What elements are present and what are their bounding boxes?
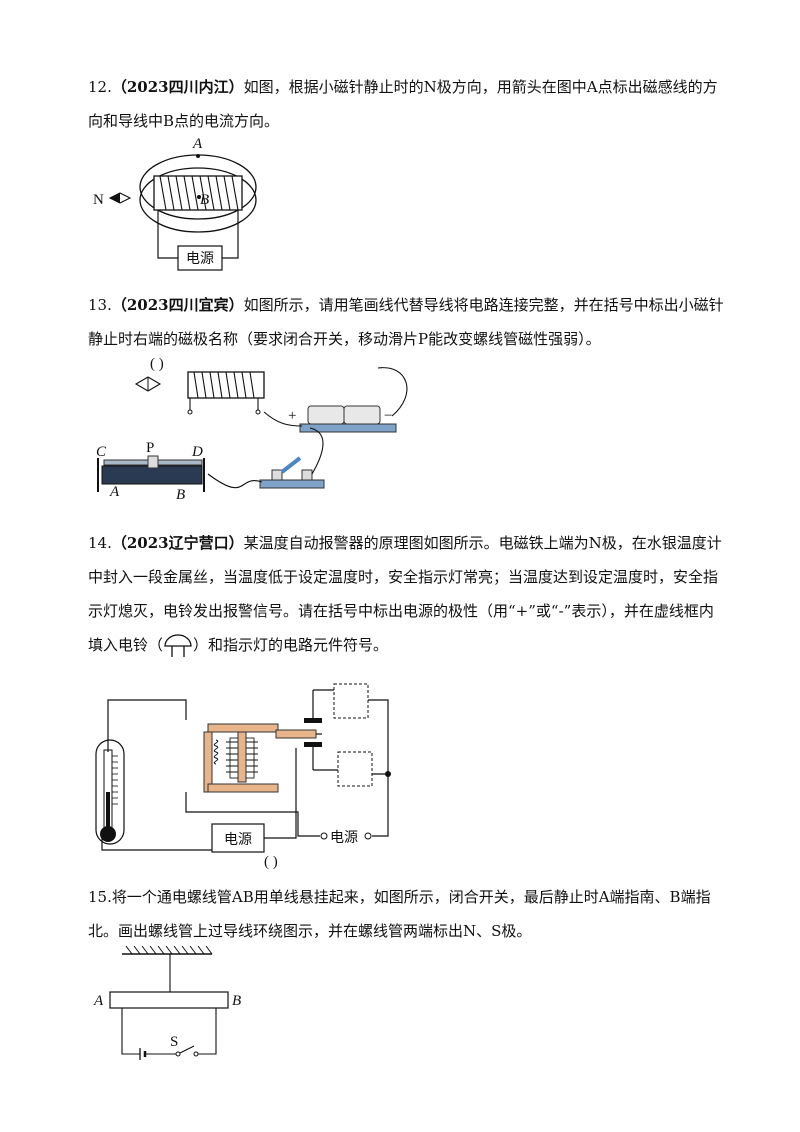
battery-minus: −: [384, 408, 392, 424]
question-12-source: （2023四川内江）: [111, 78, 244, 96]
figure-12-solenoid: A B N 电源: [93, 136, 257, 271]
label-p: P: [146, 440, 154, 456]
label-s: S: [170, 1034, 178, 1050]
question-13: 13.（2023四川宜宾）如图所示，请用笔画线代替导线将电路连接完整，并在括号中…: [88, 288, 728, 356]
answer-bracket: ( ): [150, 356, 164, 372]
question-12: 12.（2023四川内江）如图，根据小磁针静止时的N极方向，用箭头在图中A点标出…: [88, 70, 728, 138]
label-d: D: [191, 444, 203, 460]
label-b: B: [200, 192, 209, 208]
power-label: 电源: [186, 251, 214, 267]
question-13-number: 13.: [88, 296, 112, 314]
label-b: B: [176, 487, 185, 503]
power-label-1: 电源: [224, 832, 252, 848]
label-a: A: [93, 993, 104, 1009]
question-15-text: 将一个通电螺线管AB用单线悬挂起来，如图所示，闭合开关，最后静止时A端指南、B端…: [88, 888, 711, 940]
label-b: B: [232, 993, 241, 1009]
question-13-text: 如图所示，请用笔画线代替导线将电路连接完整，并在括号中标出小磁针静止时右端的磁极…: [88, 296, 724, 348]
answer-bracket: ( ): [264, 854, 278, 870]
question-12-text: 如图，根据小磁针静止时的N极方向，用箭头在图中A点标出磁感线的方向和导线中B点的…: [88, 78, 718, 130]
figure-15-solenoid: A B S: [93, 945, 241, 1060]
label-n: N: [93, 192, 104, 208]
question-14-text-1: 某温度自动报警器的原理图如图所示。电磁铁上端为N极，在水银温度计中封入一段金属丝…: [88, 534, 722, 654]
battery-plus: +: [288, 408, 296, 424]
power-label-2: 电源: [330, 830, 358, 846]
label-a: A: [192, 136, 203, 152]
bell-symbol-icon: [164, 634, 192, 657]
question-13-source: （2023四川宜宾）: [111, 296, 244, 314]
question-15: 15.将一个通电螺线管AB用单线悬挂起来，如图所示，闭合开关，最后静止时A端指南…: [88, 880, 728, 948]
figure-14-alarm: 电源 电源 ( ): [95, 683, 391, 870]
question-14-text-2: ）和指示灯的电路元件符号。: [193, 636, 389, 654]
question-15-number: 15.: [88, 888, 112, 906]
question-14-source: （2023辽宁营口）: [111, 534, 244, 552]
question-14-number: 14.: [88, 534, 112, 552]
label-c: C: [96, 444, 107, 460]
question-12-number: 12.: [88, 78, 112, 96]
question-14: 14.（2023辽宁营口）某温度自动报警器的原理图如图所示。电磁铁上端为N极，在…: [88, 526, 728, 662]
figure-13-circuit: ( ) + − C P D A B: [96, 356, 408, 503]
label-a: A: [109, 484, 120, 500]
